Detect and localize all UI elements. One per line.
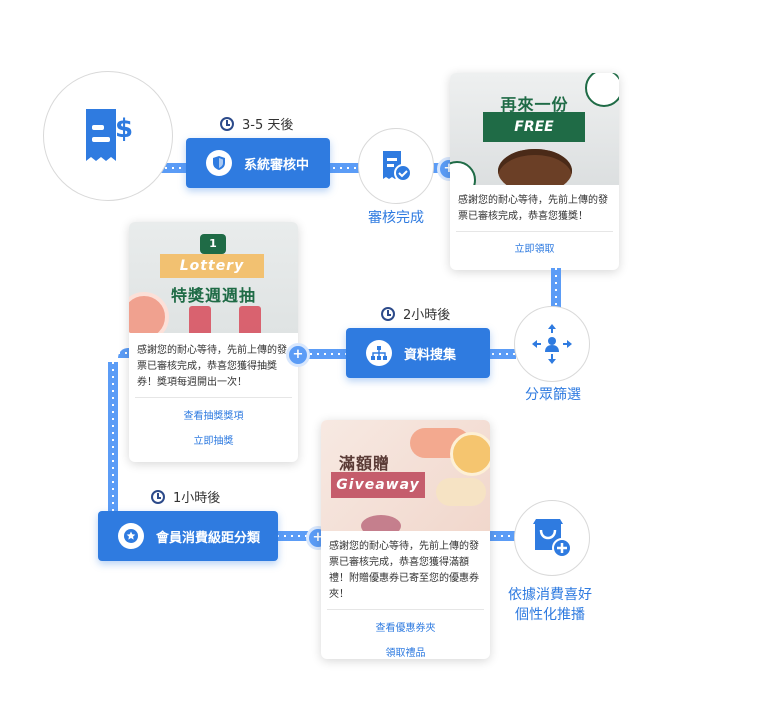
timer-text: 2小時後 [403, 308, 451, 323]
audience-split-icon [532, 324, 572, 364]
personalize-node [514, 500, 590, 576]
banner-tag: FREE [483, 112, 585, 142]
banner-title: 特獎週週抽 [170, 286, 256, 305]
card-message: 感謝您的耐心等待，先前上傳的發票已審核完成，恭喜您獲得滿額禮！附贈優惠券已寄至您… [329, 541, 479, 600]
member-tier-step[interactable]: 會員消費級距分類 [98, 511, 278, 561]
donut-image [498, 149, 572, 185]
claim-gift-link[interactable]: 領取禮品 [385, 648, 426, 659]
giveaway-card: 滿額贈 Giveaway 感謝您的耐心等待，先前上傳的發票已審核完成，恭喜您獲得… [321, 420, 490, 659]
timer-member: 1小時後 [151, 487, 220, 506]
cookie-icon [585, 73, 619, 107]
personalize-label-line1: 依據消費喜好 [508, 587, 592, 603]
divider [327, 609, 484, 610]
review-pending-step[interactable]: 系統審核中 [186, 138, 330, 188]
banner-tag: Giveaway [331, 472, 425, 498]
banner-title: 滿額贈 [339, 454, 391, 473]
timer-text: 3-5 天後 [242, 118, 294, 133]
review-done-node [358, 128, 434, 204]
clock-icon [151, 489, 165, 504]
data-collection-step[interactable]: 資料搜集 [346, 328, 490, 378]
drink-image [239, 306, 261, 333]
segment-label: 分眾篩選 [525, 387, 581, 403]
free-card: 再來一份 FREE 感謝您的耐心等待，先前上傳的發票已審核完成，恭喜您獲獎！ 立… [450, 73, 619, 270]
personalize-label: 依據消費喜好 個性化推播 [508, 585, 592, 625]
badge-number: 1 [209, 237, 217, 250]
cookie-icon [450, 161, 476, 185]
shopping-bag-plus-icon [533, 519, 572, 558]
step-label: 資料搜集 [404, 347, 457, 363]
shield-icon [206, 150, 232, 176]
macaron-banner: 滿額贈 Giveaway [321, 420, 490, 531]
cookie-icon [450, 432, 490, 476]
banner-tag: Lottery [160, 254, 264, 278]
personalize-label-line2: 個性化推播 [515, 607, 585, 623]
star-badge-icon [118, 523, 144, 549]
divider [135, 397, 292, 398]
view-prizes-link[interactable]: 查看抽獎獎項 [183, 411, 244, 422]
claim-link[interactable]: 立即領取 [514, 244, 555, 255]
card-message: 感謝您的耐心等待，先前上傳的發票已審核完成，恭喜您獲獎！ [458, 195, 608, 222]
connector-line [551, 268, 561, 312]
lottery-banner: 1 Lottery 特獎週週抽 [129, 222, 298, 333]
timer-text: 1小時後 [173, 491, 221, 506]
step-label: 會員消費級距分類 [156, 530, 261, 546]
receipt-dollar-icon: $ [86, 109, 133, 161]
donut-banner: 再來一份 FREE [450, 73, 619, 185]
sitemap-icon [366, 340, 392, 366]
view-coupons-link[interactable]: 查看優惠券夾 [375, 623, 436, 634]
svg-text:$: $ [115, 114, 133, 144]
connector-line [108, 362, 118, 532]
flower-image [361, 515, 401, 531]
timer-review: 3-5 天後 [220, 114, 293, 133]
timer-collect: 2小時後 [381, 304, 450, 323]
divider [456, 231, 613, 232]
drink-image [189, 306, 211, 333]
badge-icon: 1 [200, 234, 226, 254]
receipt-node: $ [43, 71, 173, 201]
card-message: 感謝您的耐心等待，先前上傳的發票已審核完成，恭喜您獲得抽獎券！獎項每週開出一次！ [137, 345, 287, 388]
lottery-card: 1 Lottery 特獎週週抽 感謝您的耐心等待，先前上傳的發票已審核完成，恭喜… [129, 222, 298, 462]
clock-icon [220, 116, 234, 131]
segment-node [514, 306, 590, 382]
receipt-check-icon [383, 151, 412, 182]
connector-line [118, 348, 132, 358]
clock-icon [381, 306, 395, 321]
macaron-image [436, 478, 486, 506]
review-done-label: 審核完成 [368, 210, 424, 226]
step-label: 系統審核中 [244, 157, 310, 173]
draw-now-link[interactable]: 立即抽獎 [193, 436, 234, 447]
banner-title: 再來一份 [500, 95, 569, 114]
plus-connector-icon[interactable]: + [286, 343, 310, 367]
